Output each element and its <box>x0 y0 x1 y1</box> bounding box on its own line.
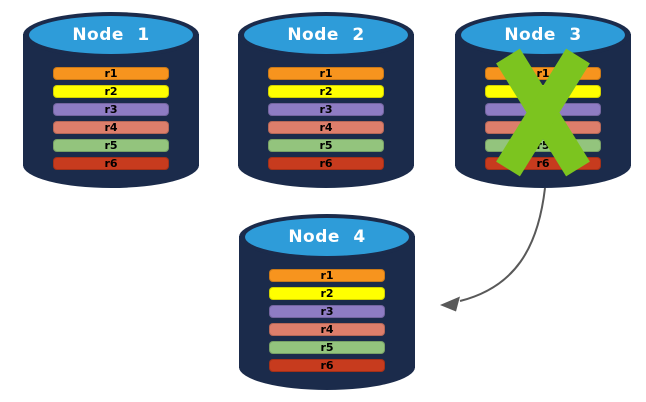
row-r1: r1 <box>53 67 169 80</box>
row-r3: r3 <box>268 103 384 116</box>
row-r2: r2 <box>485 85 601 98</box>
row-r5: r5 <box>268 139 384 152</box>
row-r2: r2 <box>269 287 385 300</box>
row-r2: r2 <box>268 85 384 98</box>
node-title: Node 4 <box>288 227 366 247</box>
arrowhead-icon <box>440 296 460 312</box>
node-title: Node 2 <box>287 25 365 45</box>
row-r1: r1 <box>268 67 384 80</box>
cylinder-top-face: Node 3 <box>461 16 625 54</box>
row-stack: r1 r2 r3 r4 r5 r6 <box>268 67 384 170</box>
node-cylinder-node3: Node 3 r1 r2 r3 r4 r5 r6 <box>455 12 631 188</box>
row-r3: r3 <box>269 305 385 318</box>
row-stack: r1 r2 r3 r4 r5 r6 <box>53 67 169 170</box>
cylinder-top-face: Node 2 <box>244 16 408 54</box>
row-r6: r6 <box>485 157 601 170</box>
row-r4: r4 <box>485 121 601 134</box>
row-stack: r1 r2 r3 r4 r5 r6 <box>269 269 385 372</box>
row-r3: r3 <box>53 103 169 116</box>
cylinder-top-face: Node 1 <box>29 16 193 54</box>
row-r6: r6 <box>53 157 169 170</box>
row-r1: r1 <box>269 269 385 282</box>
node-cylinder-node4: Node 4 r1 r2 r3 r4 r5 r6 <box>239 214 415 390</box>
row-r3: r3 <box>485 103 601 116</box>
row-r5: r5 <box>269 341 385 354</box>
node-title: Node 3 <box>504 25 582 45</box>
row-r4: r4 <box>269 323 385 336</box>
node-title: Node 1 <box>72 25 150 45</box>
row-r6: r6 <box>269 359 385 372</box>
row-r6: r6 <box>268 157 384 170</box>
row-r5: r5 <box>53 139 169 152</box>
row-r4: r4 <box>53 121 169 134</box>
node-cylinder-node2: Node 2 r1 r2 r3 r4 r5 r6 <box>238 12 414 188</box>
row-r2: r2 <box>53 85 169 98</box>
cylinder-top-face: Node 4 <box>245 218 409 256</box>
node-cylinder-node1: Node 1 r1 r2 r3 r4 r5 r6 <box>23 12 199 188</box>
row-r4: r4 <box>268 121 384 134</box>
row-r1: r1 <box>485 67 601 80</box>
row-r5: r5 <box>485 139 601 152</box>
row-stack: r1 r2 r3 r4 r5 r6 <box>485 67 601 170</box>
